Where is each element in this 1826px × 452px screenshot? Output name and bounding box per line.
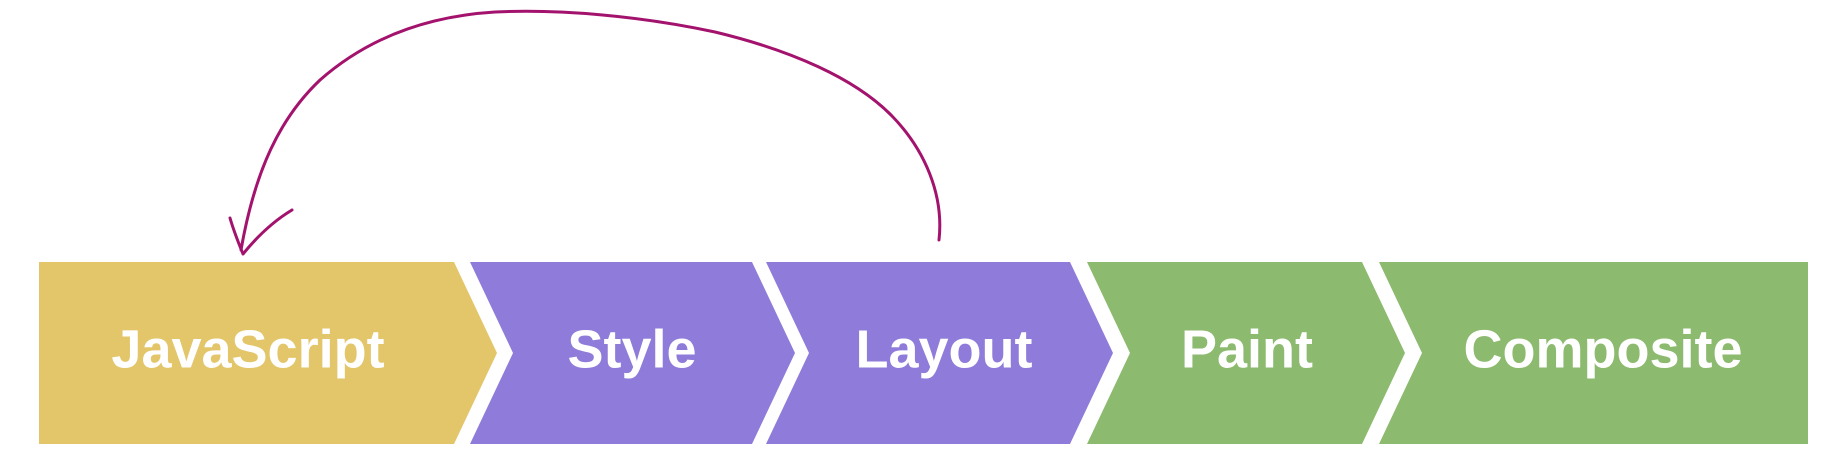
stage-paint: Paint	[1087, 262, 1405, 444]
stage-javascript-label: JavaScript	[111, 319, 384, 379]
stage-style-shape	[470, 262, 795, 444]
stage-javascript-shape	[39, 262, 497, 444]
loop-back-arrow-head	[228, 208, 294, 256]
loop-back-arrow-curve	[239, 9, 942, 252]
stage-javascript: JavaScript	[39, 262, 497, 444]
stage-style: Style	[470, 262, 795, 444]
stage-paint-label: Paint	[1181, 319, 1313, 379]
stage-composite-shape	[1379, 262, 1808, 444]
stage-paint-shape	[1087, 262, 1405, 444]
stage-composite: Composite	[1379, 262, 1808, 444]
stage-layout: Layout	[766, 262, 1113, 444]
stage-layout-shape	[766, 262, 1113, 444]
loop-back-arrow	[228, 9, 942, 256]
stage-composite-label: Composite	[1463, 319, 1742, 379]
stage-style-label: Style	[567, 319, 696, 379]
stage-layout-label: Layout	[855, 319, 1032, 379]
